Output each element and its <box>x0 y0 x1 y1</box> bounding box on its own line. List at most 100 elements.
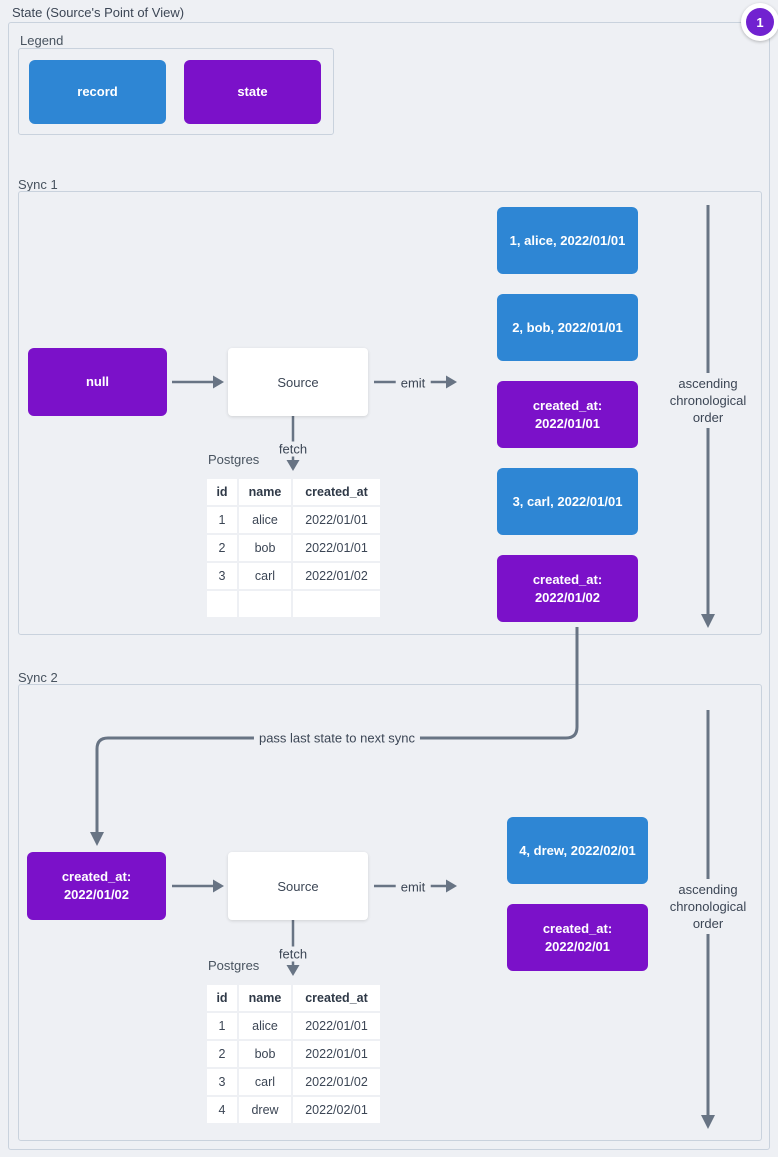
sync1-emitted-record-box: 2, bob, 2022/01/01 <box>497 294 638 361</box>
sync1-table-cell: 2 <box>207 535 237 561</box>
sync2-table-cell: 2022/01/02 <box>293 1069 380 1095</box>
sync1-emitted-state-box: created_at: 2022/01/02 <box>497 555 638 622</box>
legend-state-label: state <box>237 84 268 99</box>
sync2-table-cell: bob <box>239 1041 291 1067</box>
sync1-input-state: null <box>28 348 167 416</box>
sync1-emitted-record-box: 1, alice, 2022/01/01 <box>497 207 638 274</box>
sync1-table-cell <box>239 591 291 617</box>
sync2-table-cell: 4 <box>207 1097 237 1123</box>
sync1-emitted-record-box: 3, carl, 2022/01/01 <box>497 468 638 535</box>
sync1-emitted-line: created_at: <box>532 571 603 587</box>
sync2-emitted-state-box: created_at: 2022/02/01 <box>507 904 648 971</box>
sync1-emit-label: emit <box>395 375 431 391</box>
sync1-table-header-cell: name <box>239 479 291 505</box>
legend-label: Legend <box>20 33 64 48</box>
legend-frame <box>18 48 334 135</box>
annotation-badge-number: 1 <box>746 8 774 36</box>
sync2-state-to-source-arrowhead <box>213 879 224 893</box>
sync2-emitted-stack: 4, drew, 2022/02/01 created_at: 2022/02/01 <box>507 817 648 971</box>
legend-state-swatch: state <box>184 60 321 124</box>
sync2-table-cell: 2022/01/01 <box>293 1013 380 1039</box>
sync1-emitted-line: 2022/01/02 <box>534 589 601 605</box>
sync1-table-header-cell: id <box>207 479 237 505</box>
sync1-table-cell <box>293 591 380 617</box>
sync2-label: Sync 2 <box>18 670 58 685</box>
sync1-table-cell: 2022/01/02 <box>293 563 380 589</box>
sync2-chronological-arrowhead <box>701 1115 715 1129</box>
sync1-emitted-line: 2022/01/01 <box>534 415 601 431</box>
sync1-table-cell: carl <box>239 563 291 589</box>
sync2-table-cell: 2022/01/01 <box>293 1041 380 1067</box>
sync2-table-cell: 2 <box>207 1041 237 1067</box>
sync2-emit-arrowhead <box>446 879 457 893</box>
sync1-table-cell: 2022/01/01 <box>293 535 380 561</box>
sync1-label: Sync 1 <box>18 177 58 192</box>
sync1-input-line: null <box>85 374 110 389</box>
sync2-table-cell: 3 <box>207 1069 237 1095</box>
sync2-input-line: created_at: <box>61 869 132 884</box>
sync2-source-label: Source <box>277 878 319 894</box>
sync1-state-to-source-arrowhead <box>213 375 224 389</box>
sync1-chronological-label: ascending chronological order <box>660 373 756 428</box>
sync1-postgres-label: Postgres <box>208 452 260 467</box>
sync1-emitted-stack: 1, alice, 2022/01/01 2, bob, 2022/01/01 cr… <box>497 207 638 622</box>
sync1-frame <box>18 191 762 635</box>
sync2-chronological-label: ascending chronological order <box>660 879 756 934</box>
pass-state-label: pass last state to next sync <box>253 730 421 746</box>
sync1-table-row <box>207 591 380 617</box>
sync2-emitted-line: created_at: <box>542 920 613 936</box>
legend-record-swatch: record <box>29 60 166 124</box>
sync1-input-state-box: null <box>28 348 167 416</box>
sync2-emitted-line: 4, drew, 2022/02/01 <box>519 842 636 858</box>
sync2-emitted-line: 2022/02/01 <box>544 938 611 954</box>
sync1-emitted-line: created_at: <box>532 397 603 413</box>
sync1-table-cell: 1 <box>207 507 237 533</box>
sync2-source-box: Source <box>228 852 368 920</box>
sync2-input-state: created_at: 2022/01/02 <box>27 852 166 920</box>
sync2-table-cell: alice <box>239 1013 291 1039</box>
sync2-table-cell: carl <box>239 1069 291 1095</box>
sync1-emit-arrowhead <box>446 375 457 389</box>
sync2-table-cell: drew <box>239 1097 291 1123</box>
sync1-source-label: Source <box>277 374 319 390</box>
sync2-fetch-arrowhead <box>286 965 300 976</box>
diagram-title: State (Source's Point of View) <box>12 5 185 20</box>
outer-frame <box>8 22 770 1150</box>
sync1-emitted-line: 2, bob, 2022/01/01 <box>512 319 623 335</box>
sync1-emitted-line: 3, carl, 2022/01/01 <box>512 493 623 509</box>
sync2-frame <box>18 684 762 1141</box>
sync2-fetch-label: fetch <box>273 946 313 962</box>
sync1-table-header-cell: created_at <box>293 479 380 505</box>
sync2-table-header-cell: name <box>239 985 291 1011</box>
sync1-fetch-arrowhead <box>286 460 300 471</box>
sync2-table-header-cell: id <box>207 985 237 1011</box>
sync2-table-cell: 1 <box>207 1013 237 1039</box>
sync1-table-cell: 2022/01/01 <box>293 507 380 533</box>
sync1-table-cell: alice <box>239 507 291 533</box>
sync2-emit-label: emit <box>395 879 431 895</box>
annotation-badge: 1 <box>741 3 778 41</box>
sync1-chronological-arrowhead <box>701 614 715 628</box>
sync1-source-box: Source <box>228 348 368 416</box>
sync2-input-state-box: created_at: 2022/01/02 <box>27 852 166 920</box>
sync2-table-cell: 2022/02/01 <box>293 1097 380 1123</box>
sync1-emitted-state-box: created_at: 2022/01/01 <box>497 381 638 448</box>
sync1-emitted-line: 1, alice, 2022/01/01 <box>509 232 626 248</box>
sync1-table-cell <box>207 591 237 617</box>
sync2-table-header-cell: created_at <box>293 985 380 1011</box>
sync2-input-line: 2022/01/02 <box>63 887 130 902</box>
sync2-postgres-label: Postgres <box>208 958 260 973</box>
pass-state-arrowhead <box>90 832 104 846</box>
sync2-emitted-record-box: 4, drew, 2022/02/01 <box>507 817 648 884</box>
